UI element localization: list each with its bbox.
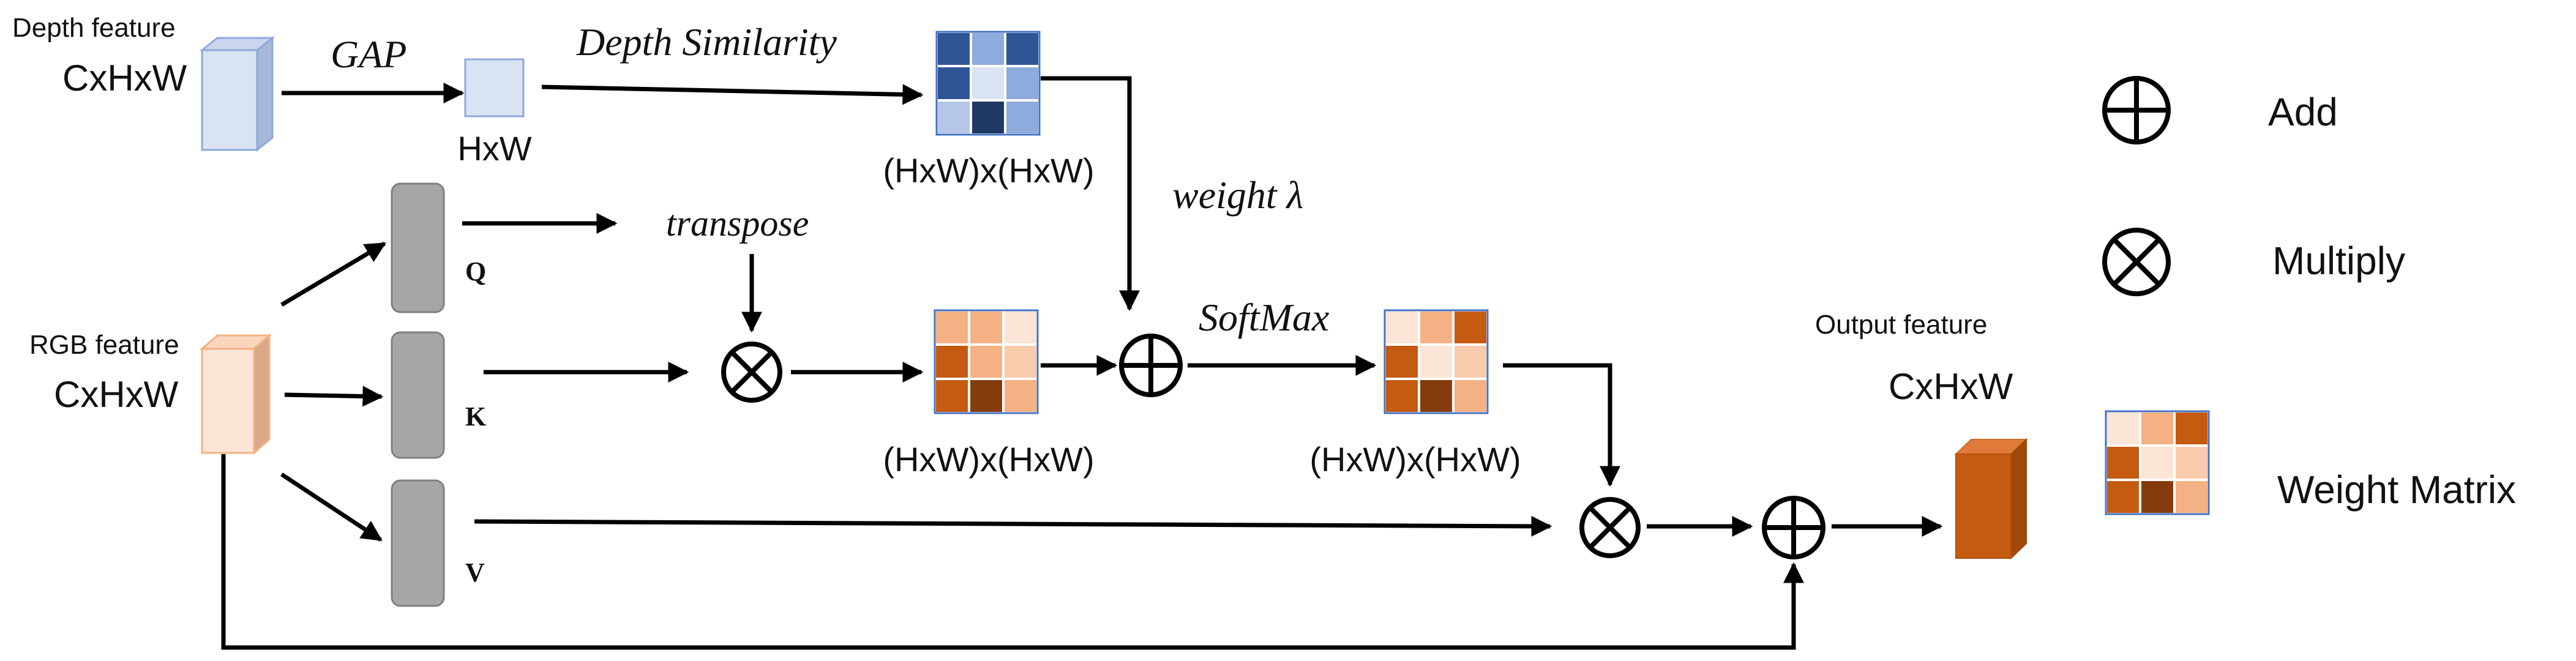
depth-similarity-matrix-cell	[935, 31, 972, 67]
depth-similarity-label: Depth Similarity	[576, 20, 837, 64]
qk-multiply-operator	[721, 342, 782, 403]
weight-lambda-label: weight λ	[1172, 173, 1303, 217]
attention-matrix-cell	[934, 309, 970, 346]
v-to-multiply-arrow	[474, 515, 1552, 537]
depth-similarity-matrix	[935, 31, 1041, 136]
legend-weight-matrix-cell	[2105, 444, 2141, 481]
pooled-dim-label: HxW	[457, 129, 531, 168]
depth-similarity-matrix-cell	[970, 31, 1006, 67]
legend-weight-matrix-cell	[2173, 410, 2210, 447]
output-feature-label: Output feature	[1815, 310, 1987, 340]
rgb-to-v-arrow	[280, 472, 383, 542]
softmax-matrix-cell	[1452, 343, 1489, 380]
softmax-matrix-cell	[1452, 309, 1489, 346]
pooled-depth-square	[464, 58, 525, 118]
softmax-dim-label: (HxW)x(HxW)	[1309, 440, 1521, 479]
v-label: V	[465, 558, 485, 588]
output-dim-label: CxHxW	[1889, 366, 2013, 407]
legend-weight-matrix-cell	[2173, 479, 2210, 515]
depth-dim-label: CxHxW	[62, 58, 187, 99]
depth-similarity-matrix-cell	[1004, 31, 1041, 67]
legend-weight-matrix-cell	[2105, 479, 2141, 515]
legend-add-label: Add	[2268, 90, 2338, 134]
rgb-to-q-arrow	[280, 241, 386, 307]
attention-matrix-cell	[968, 343, 1005, 380]
legend-multiply-label: Multiply	[2272, 239, 2405, 283]
softmax-matrix-cell	[1418, 309, 1455, 346]
attention-matrix	[934, 309, 1039, 414]
depth-similarity-arrow	[541, 84, 924, 105]
rgb-feature-label: RGB feature	[29, 330, 179, 360]
residual-add-operator	[1762, 496, 1825, 559]
legend-matrix-border	[2105, 410, 2210, 515]
rgb-to-k-arrow	[284, 386, 384, 407]
softmax-label: SoftMax	[1199, 296, 1329, 339]
depth-similarity-matrix-cell	[1004, 99, 1041, 136]
depth-similarity-matrix-cell	[970, 65, 1006, 102]
attention-matrix-cell	[968, 378, 1005, 414]
legend-weight-matrix-cell	[2139, 410, 2176, 447]
softmax-matrix-cell	[1452, 378, 1489, 414]
rgb-dim-label: CxHxW	[54, 374, 179, 415]
legend-weight-matrix-cell	[2139, 479, 2176, 515]
legend-weight-matrix-icon	[2105, 410, 2210, 515]
depth-similarity-matrix-cell	[935, 65, 972, 102]
softmax-matrix-cell	[1418, 378, 1455, 414]
weight-lambda-arrow	[1041, 76, 1140, 312]
transpose-label: transpose	[666, 203, 809, 244]
legend-weight-matrix-cell	[2139, 444, 2176, 481]
legend-weight-matrix-label: Weight Matrix	[2277, 468, 2516, 512]
attention-matrix-cell	[934, 378, 970, 414]
depth-similarity-matrix-cell	[1004, 65, 1041, 102]
blue-matrix-border	[935, 31, 1041, 136]
attention-matrix-cell	[1002, 343, 1039, 380]
weighted-add-operator	[1119, 334, 1183, 397]
softmax-matrix	[1383, 309, 1489, 414]
legend-multiply-icon	[2102, 228, 2171, 296]
output-feature-cube	[1954, 438, 2028, 560]
depth-matrix-dim-label: (HxW)x(HxW)	[883, 151, 1094, 190]
attention-matrix-cell	[934, 343, 970, 380]
depth-feature-cube	[199, 35, 275, 152]
value-multiply-operator	[1579, 497, 1641, 558]
q-label: Q	[465, 256, 486, 286]
softmax-matrix-border	[1383, 309, 1489, 414]
legend-add-icon	[2102, 76, 2171, 144]
depth-feature-label: Depth feature	[12, 13, 176, 43]
softmax-matrix-cell	[1383, 343, 1420, 380]
v-block	[391, 479, 445, 607]
k-block	[391, 331, 445, 459]
q-block	[391, 182, 445, 313]
attention-matrix-cell	[968, 309, 1005, 346]
softmax-matrix-cell	[1383, 309, 1420, 346]
residual-skip-arrow	[221, 454, 1804, 650]
gap-label: GAP	[331, 32, 406, 76]
softmax-matrix-cell	[1383, 378, 1420, 414]
depth-similarity-matrix-cell	[935, 99, 972, 136]
softmax-to-multiply-arrow	[1503, 363, 1620, 487]
orange-matrix-border	[934, 309, 1039, 414]
attn-matrix-dim-label: (HxW)x(HxW)	[883, 440, 1094, 479]
attention-matrix-cell	[1002, 378, 1039, 414]
rgb-feature-cube	[200, 333, 272, 455]
legend-weight-matrix-cell	[2105, 410, 2141, 447]
softmax-matrix-cell	[1418, 343, 1455, 380]
depth-similarity-matrix-cell	[970, 99, 1006, 136]
k-label: K	[465, 401, 486, 431]
legend-weight-matrix-cell	[2173, 444, 2210, 481]
attention-matrix-cell	[1002, 309, 1039, 346]
